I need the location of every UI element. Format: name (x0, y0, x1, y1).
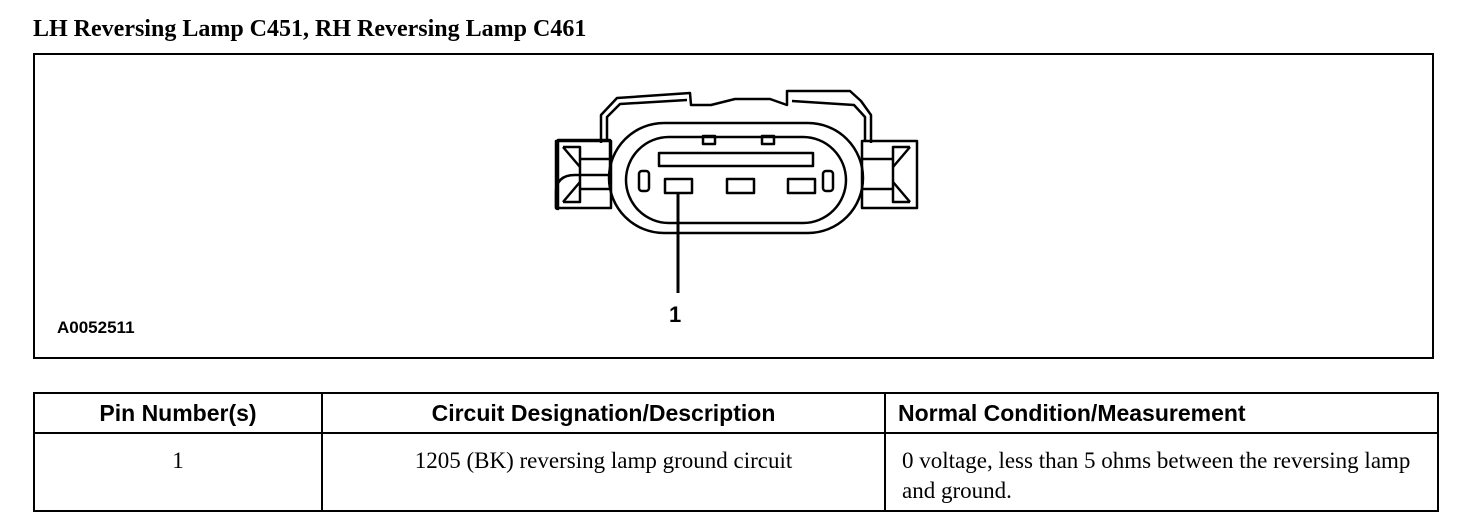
housing-inner (624, 135, 848, 225)
connector-figure: A0052511 1 (33, 53, 1434, 359)
header-pin-number: Pin Number(s) (33, 392, 323, 434)
pin-callout-label: 1 (669, 302, 682, 327)
left-latch (554, 138, 612, 211)
pin-2-cavity (725, 177, 756, 195)
cell-condition: 0 voltage, less than 5 ohms between the … (884, 432, 1439, 512)
header-condition: Normal Condition/Measurement (884, 392, 1439, 434)
table-row: 1 1205 (BK) reversing lamp ground circui… (33, 432, 1439, 512)
right-latch-body (860, 139, 919, 210)
page-title: LH Reversing Lamp C451, RH Reversing Lam… (33, 16, 587, 42)
pin-table: Pin Number(s) Circuit Designation/Descri… (33, 392, 1439, 512)
keyway-bar (657, 151, 815, 168)
figure-id: A0052511 (57, 318, 135, 337)
housing-outer (607, 121, 865, 235)
table-header-row: Pin Number(s) Circuit Designation/Descri… (33, 392, 1439, 434)
cell-pin-number: 1 (33, 432, 323, 512)
cell-circuit: 1205 (BK) reversing lamp ground circuit (321, 432, 886, 512)
left-latch-body (554, 139, 613, 210)
connector-face-diagram (554, 89, 919, 293)
pin-3-cavity (786, 177, 817, 195)
header-circuit: Circuit Designation/Description (321, 392, 886, 434)
top-shroud (599, 89, 873, 143)
pin-1-cavity (663, 177, 694, 195)
